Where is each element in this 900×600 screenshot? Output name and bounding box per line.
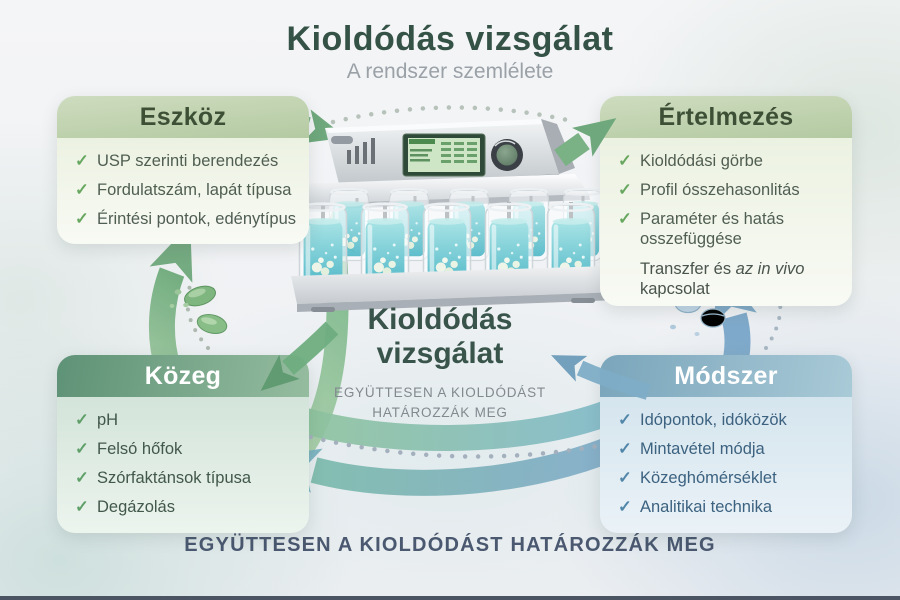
check-icon: ✓ [618, 440, 632, 459]
list-item-label: Szórfaktánsok típusa [97, 469, 252, 488]
list-item-label: Analitikai technika [640, 498, 773, 517]
note-suffix: kapcsolat [640, 280, 710, 299]
panel-ertelmezes-title: Értelmezés [600, 96, 852, 138]
check-icon: ✓ [75, 498, 89, 517]
check-icon: ✓ [75, 210, 89, 229]
check-icon: ✓ [618, 469, 632, 488]
green-pills [169, 285, 228, 334]
panel-eszkoz: Eszköz ✓ USP szerinti berendezés ✓ Fordu… [57, 96, 309, 245]
vessels-front-row [298, 202, 596, 292]
page-title: Kioldódás vizsgálat [286, 20, 614, 58]
control-screen [402, 133, 486, 177]
check-icon: ✓ [618, 210, 632, 229]
panel-ertelmezes: Értelmezés ✓ Kioldódási görbe ✓ Profil ó… [600, 96, 852, 306]
list-item-label: Degázolás [97, 498, 175, 517]
list-item: ✓ Idópontok, idóközök [618, 410, 840, 430]
apparatus-shelf [295, 174, 589, 204]
check-icon: ✓ [75, 152, 89, 170]
check-icon: ✓ [75, 469, 89, 488]
list-item: ✓ Analitikai technika [618, 497, 840, 517]
center-heading-line2: vizsgálat [376, 336, 504, 370]
note-prefix: Transzfer és [640, 259, 736, 278]
panel-modszer-title: Módszer [600, 355, 852, 397]
list-item: ✓ Profil ósszehasonlitás [618, 180, 840, 200]
arrow-modszer-to-kozeg [264, 420, 655, 496]
control-knob [491, 139, 523, 171]
list-item-label: Közeghómérséklet [640, 469, 777, 488]
check-icon: ✓ [618, 498, 632, 517]
list-item-label: USP szerinti berendezés [97, 152, 279, 170]
center-heading-line1: Kioldódás [367, 303, 513, 336]
list-item-label: Idópontok, idóközök [640, 411, 787, 429]
center-caption-line2: HATÁROZZÁK MEG [372, 405, 508, 421]
bottom-edge-bar [0, 596, 900, 600]
vessels-back-row [328, 188, 604, 262]
list-item: ✓ Kioldódási görbe [618, 151, 840, 171]
list-item-label: Kioldódási görbe [640, 152, 763, 170]
list-item: ✓ Közeghómérséklet [618, 468, 840, 488]
list-item-label: Profil ósszehasonlitás [640, 181, 800, 200]
dotted-arc-top [330, 105, 570, 125]
list-item-label: Paraméter és hatás osszefüggése [640, 210, 784, 249]
dissolution-apparatus-illustration [291, 119, 615, 312]
center-label-block: Kioldódás vizsgálat EGYÜTTESEN A KIOLDÓD… [310, 303, 570, 424]
panel-kozeg: Közeg ✓ pH ✓ Felsó hőfok ✓ Szórfaktánsok… [57, 355, 309, 533]
list-item: ✓ Felsó hőfok [75, 439, 297, 459]
center-caption-line1: EGYÜTTESEN A KIOLDÓDÁST [334, 385, 546, 401]
list-item-label: Érintési pontok, edénytípus [97, 210, 297, 229]
dotted-arc-bottom [295, 431, 601, 459]
list-item: ✓ USP szerinti berendezés [75, 151, 297, 171]
list-item-label: pH [97, 411, 119, 429]
check-icon: ✓ [618, 181, 632, 200]
panel-modszer: Módszer ✓ Idópontok, idóközök ✓ Mintavét… [600, 355, 852, 533]
check-icon: ✓ [75, 411, 89, 429]
check-icon: ✓ [618, 152, 632, 170]
list-item: ✓ Degázolás [75, 497, 297, 517]
list-item: ✓ Érintési pontok, edénytípus [75, 209, 297, 229]
arrow-apparatus-to-ertelmezes [554, 118, 617, 167]
list-item: ✓ Szórfaktánsok típusa [75, 468, 297, 488]
note-transzfer: Transzfer és az in vivo kapcsolat [640, 259, 840, 300]
list-item: ✓ Paraméter és hatás osszefüggése [618, 209, 840, 249]
head-button [331, 136, 353, 144]
list-item: ✓ Mintavétel módja [618, 439, 840, 459]
check-icon: ✓ [75, 440, 89, 459]
apparatus-head [325, 119, 575, 189]
panel-eszkoz-title: Eszköz [57, 96, 309, 138]
list-item-label: Mintavétel módja [640, 440, 765, 459]
page-subtitle: A rendszer szemlélete [346, 60, 554, 83]
list-item: ✓ pH [75, 410, 297, 430]
check-icon: ✓ [75, 181, 89, 200]
list-item-label: Felsó hőfok [97, 440, 183, 459]
check-icon: ✓ [618, 411, 632, 429]
shelf-edge [303, 194, 590, 210]
note-italic: az in vivo [735, 259, 805, 278]
list-item-label: Fordulatszám, lapát típusa [97, 181, 292, 200]
dotted-arc-left [185, 284, 210, 350]
footer-statement: EGYÜTTESEN A KIOLDÓDÁST HATÁROZZÁK MEG [184, 534, 716, 556]
vent-slots [347, 138, 375, 164]
list-item: ✓ Fordulatszám, lapát típusa [75, 180, 297, 200]
panel-kozeg-title: Közeg [57, 355, 309, 397]
